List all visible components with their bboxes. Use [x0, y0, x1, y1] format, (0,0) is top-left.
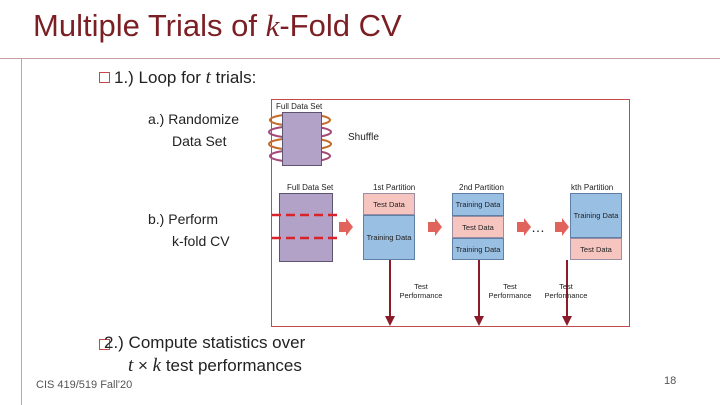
page-number: 18	[664, 375, 677, 387]
step-b-text: b.) Perform k-fold CV	[148, 208, 258, 252]
bullet-square-icon	[99, 72, 110, 83]
arrow-right-icon	[517, 218, 531, 236]
slide-title: Multiple Trials of k-Fold CV	[33, 8, 402, 44]
partition-1-test-performance: Test Performance	[399, 282, 443, 300]
step-2-text: 2.) Compute statistics over	[104, 333, 306, 352]
title-variable: k	[265, 8, 280, 43]
step-a-line1: a.) Randomize	[148, 111, 240, 127]
step-2-text-line2: t × k test performances	[128, 355, 302, 376]
diagram-frame	[271, 99, 630, 327]
partition-dashes-icon	[272, 213, 338, 240]
step-a-text: a.) Randomize Data Set	[148, 108, 258, 152]
title-prefix: Multiple Trials of	[33, 8, 266, 43]
title-divider	[0, 58, 720, 59]
partition-2-training-data-bottom: Training Data	[452, 238, 504, 260]
step-1-text: 1.) Loop for t trials:	[114, 67, 257, 88]
step-b-line1: b.) Perform	[148, 211, 219, 227]
partition-2-test-performance: Test Performance	[488, 282, 532, 300]
partition-k-test-performance: Test Performance	[544, 282, 588, 300]
full-data-set-box-top	[282, 112, 322, 166]
partition-1-header: 1st Partition	[373, 183, 416, 192]
full-data-set-box	[279, 193, 333, 262]
partition-k-test-data: Test Data	[570, 238, 622, 260]
full-data-set-label-top: Full Data Set	[276, 102, 323, 111]
partition-2-header: 2nd Partition	[459, 183, 504, 192]
partition-1-test-data: Test Data	[363, 193, 415, 215]
partition-2-test-data: Test Data	[452, 216, 504, 238]
left-divider	[21, 58, 22, 405]
arrow-right-icon	[428, 218, 442, 236]
arrow-right-icon	[555, 218, 569, 236]
shuffle-label: Shuffle	[348, 132, 379, 143]
title-suffix: -Fold CV	[279, 8, 402, 43]
arrow-down-icon	[562, 260, 572, 326]
step-b-line2: k-fold CV	[172, 233, 230, 249]
partition-2-training-data-top: Training Data	[452, 193, 504, 216]
partition-k-training-data: Training Data	[570, 193, 622, 238]
partition-1-training-data: Training Data	[363, 215, 415, 260]
arrow-down-icon	[385, 260, 395, 326]
arrow-right-icon	[339, 218, 353, 236]
arrow-down-icon	[474, 260, 484, 326]
course-footer: CIS 419/519 Fall'20	[36, 379, 133, 391]
bullet-square-icon	[99, 339, 110, 350]
full-data-set-label: Full Data Set	[287, 183, 334, 192]
step-a-line2: Data Set	[172, 133, 227, 149]
partition-k-header: kth Partition	[571, 183, 614, 192]
ellipsis: …	[531, 219, 545, 235]
